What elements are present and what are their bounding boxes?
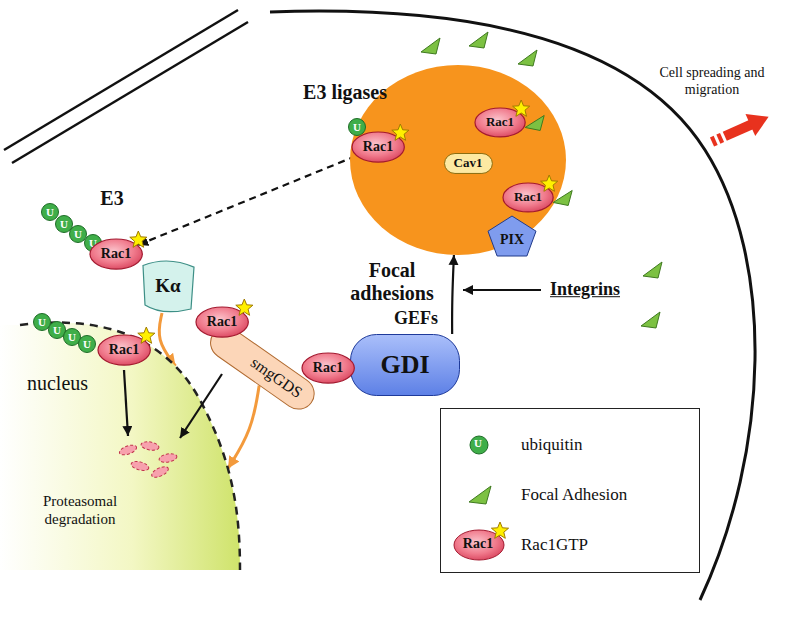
node-label: Rac1 xyxy=(486,115,514,130)
legend-sample-text: U xyxy=(474,437,482,450)
enzyme-label: E3 ligases xyxy=(303,80,387,104)
rac1-ellipse: Rac1 xyxy=(474,107,526,138)
ubiquitin-circle: U xyxy=(78,335,96,353)
cav1-pill: Cav1 xyxy=(444,153,493,174)
node-label: U xyxy=(353,121,361,134)
node-label: Kα xyxy=(155,275,180,297)
node-label: Rac1 xyxy=(109,342,139,358)
connector-arrow xyxy=(452,255,454,334)
rac1-ellipse: Rac1 xyxy=(97,334,151,366)
node-label: U xyxy=(46,206,54,219)
focal-adhesion-triangle xyxy=(643,262,662,278)
node-label: U xyxy=(74,228,82,241)
connector-arrow xyxy=(228,386,259,469)
rac1-ellipse: Rac1 xyxy=(351,131,405,163)
gdi-shape: GDI xyxy=(350,334,460,396)
node-label: Rac1 xyxy=(313,360,343,376)
edge-label: GEFs xyxy=(392,308,440,330)
region-label: Focal adhesions xyxy=(337,259,447,305)
node-label: U xyxy=(60,218,68,231)
node-label: U xyxy=(38,316,46,329)
node-label: Rac1 xyxy=(207,314,237,330)
legend-entry: Focal Adhesion xyxy=(455,475,627,515)
region-label: nucleus xyxy=(10,372,105,395)
rac1-ellipse: Rac1 xyxy=(89,238,143,270)
cell-membrane xyxy=(270,11,755,600)
ubiquitin-circle: U xyxy=(69,225,87,243)
integrin-arrow xyxy=(463,289,541,291)
rac1-ellipse: Rac1 xyxy=(301,352,355,384)
rac1-ellipse: Rac1 xyxy=(502,182,554,213)
node-label: Rac1 xyxy=(101,246,131,262)
membrane-line xyxy=(4,10,238,150)
node-label: Rac1 xyxy=(363,139,393,155)
node-label: Rac1 xyxy=(514,190,542,205)
legend-text: ubiquitin xyxy=(521,435,582,455)
legend-text: Focal Adhesion xyxy=(521,485,627,505)
node-label: U xyxy=(68,331,76,344)
connector-arrow xyxy=(138,156,356,245)
node-label: U xyxy=(53,324,61,337)
focal-adhesion-triangle xyxy=(421,38,440,54)
node-label: U xyxy=(83,338,91,351)
karyopherin-shape: Kα xyxy=(140,259,196,313)
ubiquitin-circle: U xyxy=(348,118,366,136)
legend-text: Rac1GTP xyxy=(521,535,588,555)
enzyme-label: E3 xyxy=(100,186,123,210)
membrane-line xyxy=(12,22,248,163)
focal-adhesion-triangle xyxy=(518,50,537,66)
receptor-label: Integrins xyxy=(550,279,620,301)
legend-swatch xyxy=(455,475,503,515)
focal-adhesion-triangle xyxy=(641,312,660,328)
legend-sample-text: Rac1 xyxy=(463,536,493,553)
pix-pentagon: PIX xyxy=(488,216,536,256)
focal-adhesion-triangle xyxy=(469,32,488,48)
migration-arrow xyxy=(707,106,773,153)
node-label: Cav1 xyxy=(454,156,483,171)
ubiquitin-circle: U xyxy=(41,203,59,221)
rac1-ellipse: Rac1 xyxy=(195,306,249,338)
node-label: GDI xyxy=(380,350,429,380)
node-label: PIX xyxy=(500,224,524,248)
process-label: Proteasomal degradation xyxy=(30,492,130,528)
outcome-label: Cell spreading and migration xyxy=(657,65,767,99)
